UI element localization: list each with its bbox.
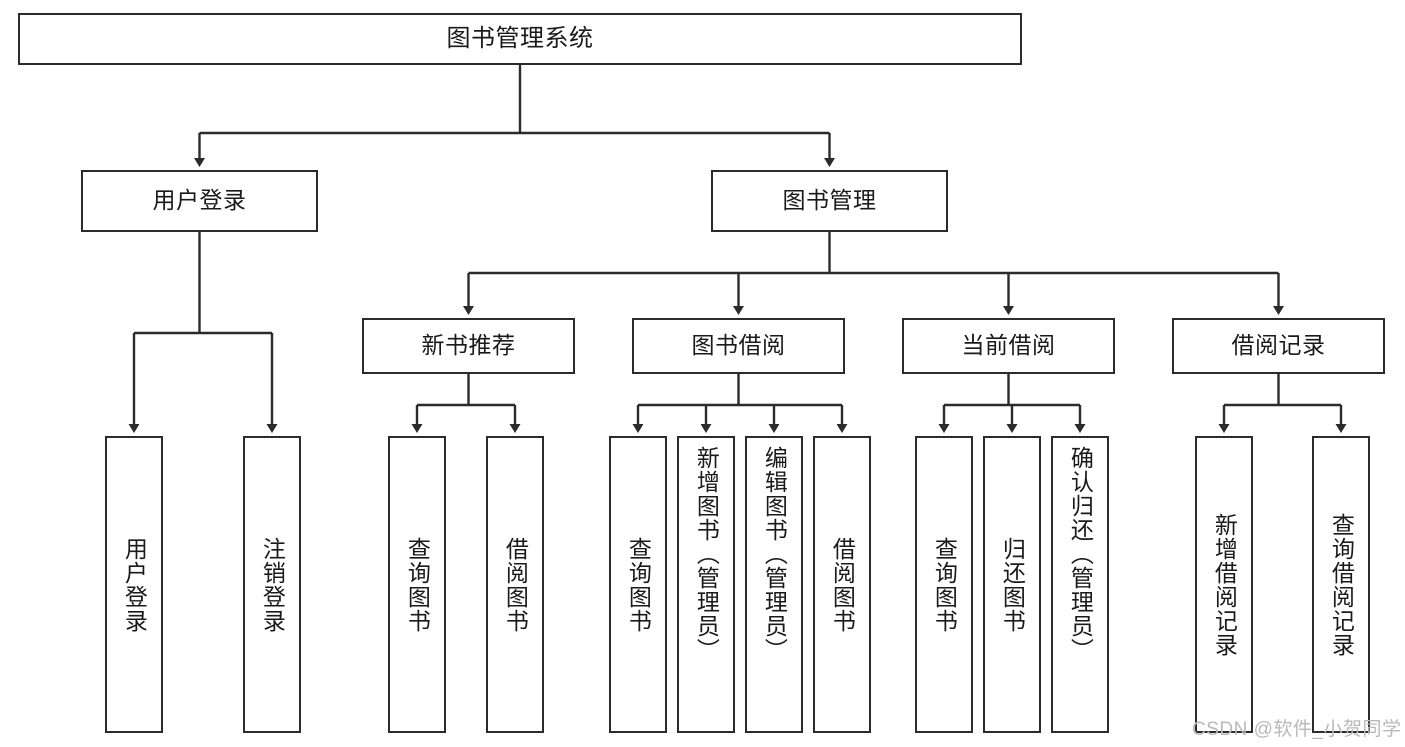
node-book-borrow[interactable]: 图书借阅 (632, 318, 845, 374)
node-label: 新增借阅记录 (1211, 512, 1238, 657)
node-leaf-query-book-3[interactable]: 查询图书 (915, 436, 973, 733)
node-leaf-query-book-1[interactable]: 查询图书 (388, 436, 446, 733)
node-label: 编辑图书（管理员） (761, 446, 788, 662)
node-label: 注销登录 (259, 536, 286, 633)
node-label: 新增图书（管理员） (693, 446, 720, 662)
node-label: 归还图书 (999, 536, 1026, 633)
node-leaf-confirm-return[interactable]: 确认归还（管理员） (1051, 436, 1109, 733)
node-label: 图书管理系统 (446, 24, 594, 52)
node-leaf-query-book-2[interactable]: 查询图书 (609, 436, 667, 733)
node-leaf-borrow-book-2[interactable]: 借阅图书 (813, 436, 871, 733)
node-leaf-add-book[interactable]: 新增图书（管理员） (677, 436, 735, 733)
node-leaf-user-login[interactable]: 用户登录 (105, 436, 163, 733)
node-label: 查询借阅记录 (1328, 512, 1355, 657)
node-leaf-edit-book[interactable]: 编辑图书（管理员） (745, 436, 803, 733)
watermark: CSDN @软件_小贺同学 (1192, 719, 1402, 740)
node-label: 查询图书 (625, 536, 652, 633)
node-leaf-logout[interactable]: 注销登录 (243, 436, 301, 733)
node-leaf-borrow-book-1[interactable]: 借阅图书 (486, 436, 544, 733)
node-leaf-add-record[interactable]: 新增借阅记录 (1195, 436, 1253, 733)
node-borrow-record[interactable]: 借阅记录 (1172, 318, 1385, 374)
node-root[interactable]: 图书管理系统 (18, 13, 1022, 65)
node-label: 当前借阅 (961, 332, 1056, 359)
node-label: 图书借阅 (691, 332, 786, 359)
node-current-borrow[interactable]: 当前借阅 (902, 318, 1115, 374)
node-leaf-return-book[interactable]: 归还图书 (983, 436, 1041, 733)
node-label: 图书管理 (782, 187, 877, 214)
node-leaf-query-record[interactable]: 查询借阅记录 (1312, 436, 1370, 733)
node-user-login[interactable]: 用户登录 (81, 170, 318, 232)
node-label: 借阅图书 (502, 536, 529, 633)
node-book-manage[interactable]: 图书管理 (711, 170, 948, 232)
node-label: 确认归还（管理员） (1067, 446, 1094, 662)
node-label: 借阅图书 (829, 536, 856, 633)
node-label: 借阅记录 (1231, 332, 1326, 359)
node-label: 用户登录 (121, 536, 148, 633)
node-label: 用户登录 (152, 187, 247, 214)
node-label: 新书推荐 (421, 332, 516, 359)
node-label: 查询图书 (931, 536, 958, 633)
node-label: 查询图书 (404, 536, 431, 633)
node-new-book-recommend[interactable]: 新书推荐 (362, 318, 575, 374)
